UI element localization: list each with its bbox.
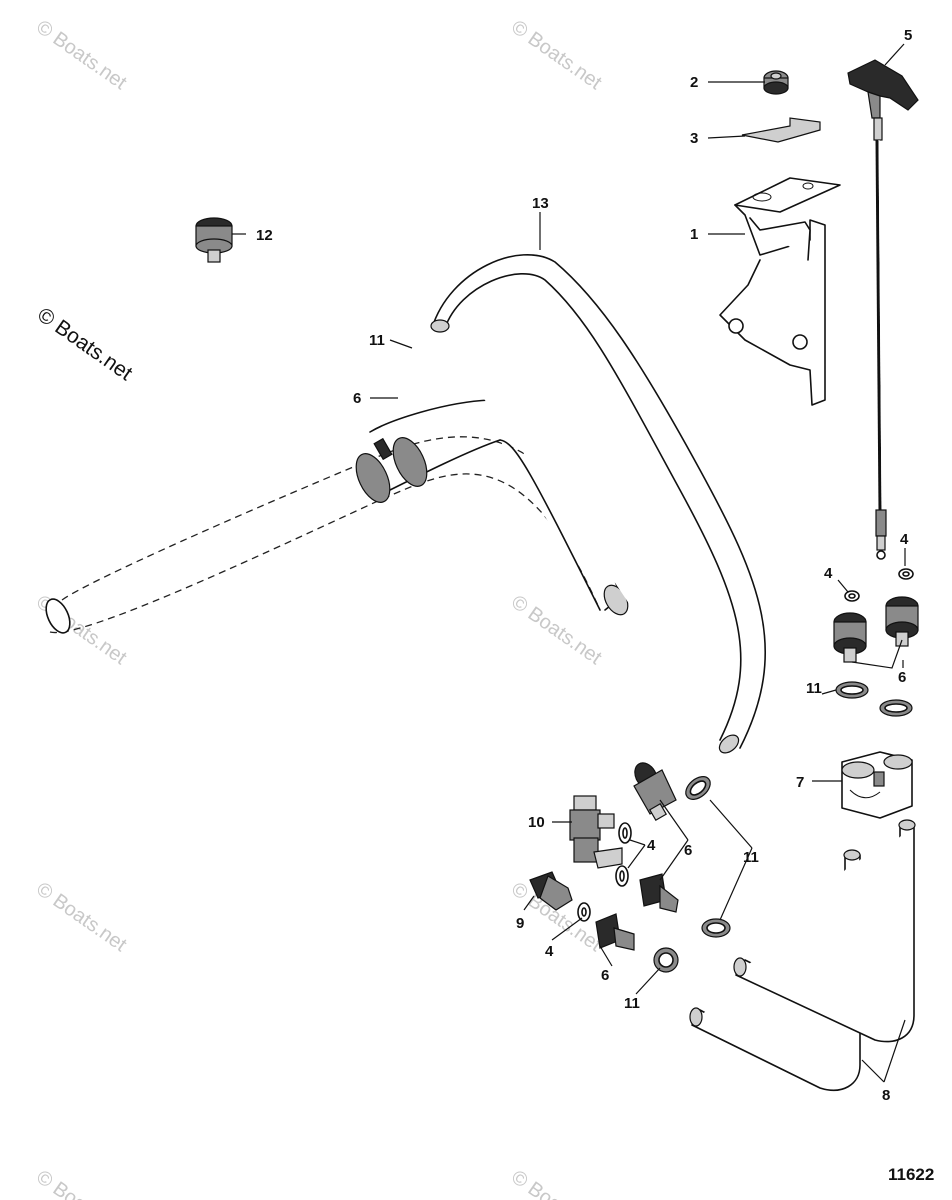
callout-6: 6 xyxy=(353,390,361,407)
callout-7: 7 xyxy=(796,774,804,791)
dipstick-5 xyxy=(847,59,919,560)
watermarks: © Boats.net © Boats.net © Boats.net © Bo… xyxy=(32,16,606,1200)
clamps-11-lower xyxy=(653,918,731,973)
callout-11: 11 xyxy=(624,995,640,1012)
fitting-6-upper xyxy=(633,762,677,822)
clamp-11-upper xyxy=(685,776,711,800)
watermark: © Boats.net xyxy=(32,16,131,94)
callout-8: 8 xyxy=(882,1087,890,1104)
callouts: 2 3 1 5 13 12 11 6 4 4 6 11 7 10 4 6 11 … xyxy=(256,27,912,1104)
callout-1: 1 xyxy=(690,226,698,243)
callout-4: 4 xyxy=(545,943,554,960)
hose-13 xyxy=(430,253,766,754)
plate-3 xyxy=(741,117,821,143)
tee-10 xyxy=(569,795,623,869)
callout-4: 4 xyxy=(647,837,656,854)
callout-11: 11 xyxy=(743,849,759,866)
callout-10: 10 xyxy=(528,814,545,831)
fitting-6-lower xyxy=(595,913,635,951)
callout-6: 6 xyxy=(684,842,692,859)
callout-13: 13 xyxy=(532,195,549,212)
watermark: © Boats.net xyxy=(507,591,606,669)
callout-11: 11 xyxy=(806,680,822,697)
callout-2: 2 xyxy=(690,74,698,91)
diagram-reference-number: 11622 xyxy=(888,1165,934,1184)
watermark: © Boats.net xyxy=(507,1166,606,1200)
callout-11: 11 xyxy=(369,332,385,349)
watermark: © Boats.net xyxy=(32,1166,131,1200)
callout-9: 9 xyxy=(516,915,524,932)
leader-lines xyxy=(232,43,906,1083)
watermark: © Boats.net xyxy=(507,16,606,94)
callout-5: 5 xyxy=(904,27,912,44)
bracket-1 xyxy=(719,177,841,406)
callout-4: 4 xyxy=(824,565,833,582)
callout-3: 3 xyxy=(690,130,698,147)
callout-12: 12 xyxy=(256,227,273,244)
washers-4 xyxy=(577,568,914,922)
clip-7 xyxy=(841,751,913,819)
watermark: © Boats.net xyxy=(32,878,131,956)
main-watermark: © Boats.net xyxy=(33,303,136,385)
callout-6: 6 xyxy=(601,967,609,984)
fitting-9 xyxy=(529,871,573,911)
callout-6: 6 xyxy=(898,669,906,686)
fitting-6-mid xyxy=(639,873,679,913)
nut-2 xyxy=(763,70,789,95)
fittings-6-right xyxy=(833,596,919,663)
clamps-11-right xyxy=(835,681,913,717)
fitting-12 xyxy=(195,217,233,263)
callout-4: 4 xyxy=(900,531,909,548)
hoses-8 xyxy=(689,819,916,1091)
